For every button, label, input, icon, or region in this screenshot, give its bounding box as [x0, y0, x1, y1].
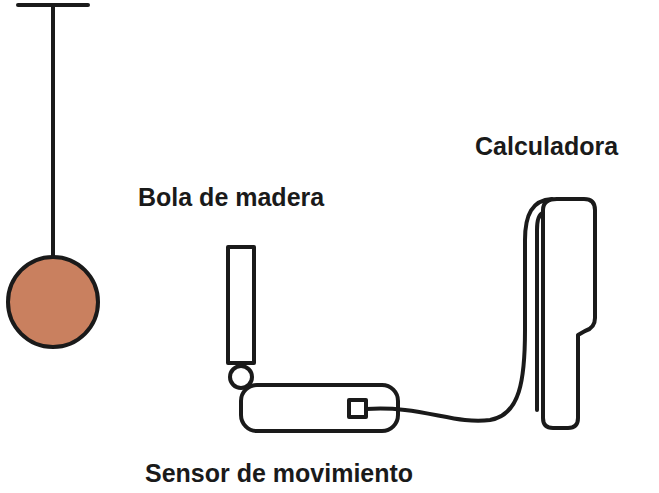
sensor-mount [228, 247, 254, 363]
wooden-ball [8, 257, 98, 347]
sensor-port [349, 400, 366, 417]
sensor-label: Sensor de movimiento [145, 460, 413, 488]
pendulum-string [51, 5, 55, 257]
device-label: Calculadora [475, 133, 618, 161]
calculator-edge [537, 213, 543, 410]
cable [366, 199, 552, 421]
ball-label: Bola de madera [138, 184, 324, 212]
calculator-body [543, 199, 595, 428]
sensor-pivot [230, 366, 252, 388]
